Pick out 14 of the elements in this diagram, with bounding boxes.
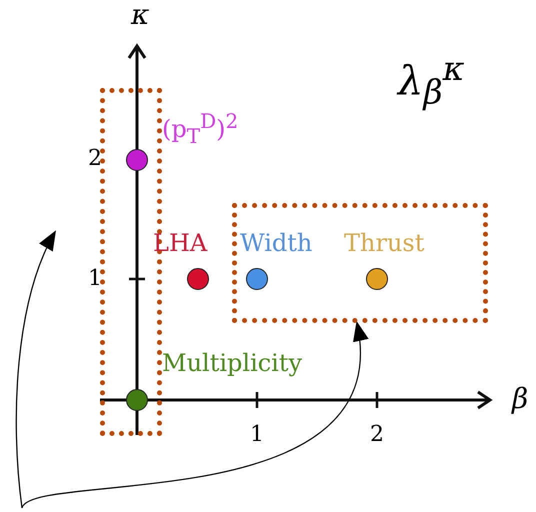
tick-label: 2 (88, 146, 102, 172)
curved-arrow (16, 230, 56, 508)
point-label: Thrust (344, 230, 424, 256)
tick-label: 1 (88, 266, 102, 292)
point-label: Width (240, 230, 312, 256)
point-label: (p$_{T}$$^{D}$)$^{2}$ (162, 108, 238, 149)
curved-arrow (22, 321, 366, 508)
point-label: LHA (153, 230, 208, 256)
dotted-frame (232, 203, 488, 323)
tick-label: 1 (250, 422, 264, 448)
point-label: Multiplicity (162, 350, 302, 376)
axis-label: κ (131, 2, 150, 28)
tick-label: 2 (370, 422, 384, 448)
axis-label: β (512, 386, 528, 412)
